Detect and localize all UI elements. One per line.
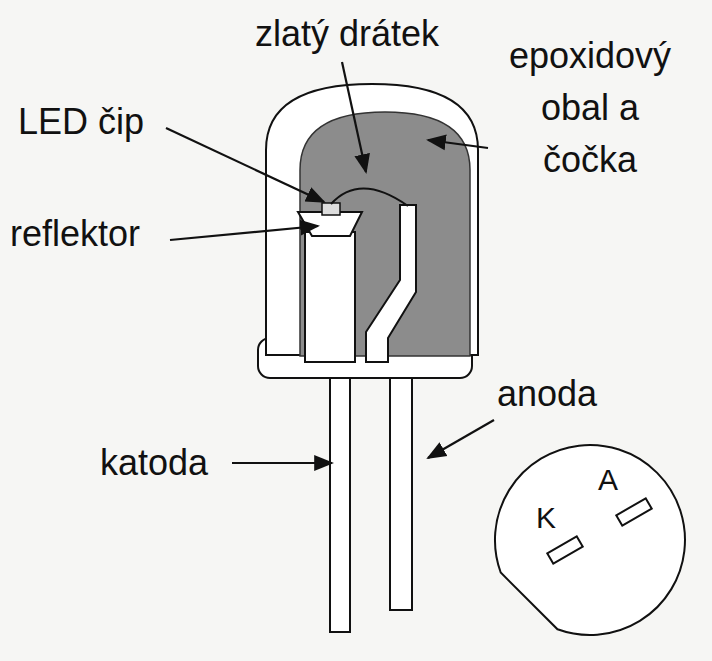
part-label: zlatý drátek — [255, 12, 439, 55]
pin-label: A — [598, 462, 618, 498]
leader-line — [428, 420, 494, 458]
part-label: reflektor — [10, 212, 140, 255]
leader-line — [428, 140, 488, 148]
gold-wire — [331, 188, 408, 206]
leader-line — [166, 128, 324, 202]
bottom-view — [495, 445, 685, 635]
anode-frame — [366, 205, 416, 362]
pin-label: anoda — [497, 372, 597, 415]
cathode-frame — [305, 232, 355, 362]
part-label: epoxidový obal a čočka — [490, 30, 690, 187]
anode-lead — [390, 360, 412, 610]
leader-line — [232, 462, 332, 464]
leader-line — [342, 62, 366, 172]
anode-slot — [616, 498, 651, 525]
pin-label: K — [536, 500, 556, 536]
leader-line — [170, 226, 318, 240]
pin-label: katoda — [100, 441, 208, 484]
part-label: LED čip — [18, 100, 144, 143]
cathode-slot — [547, 536, 582, 563]
led-chip — [322, 203, 340, 215]
cathode-lead — [330, 360, 350, 632]
epoxy-body — [266, 84, 478, 355]
